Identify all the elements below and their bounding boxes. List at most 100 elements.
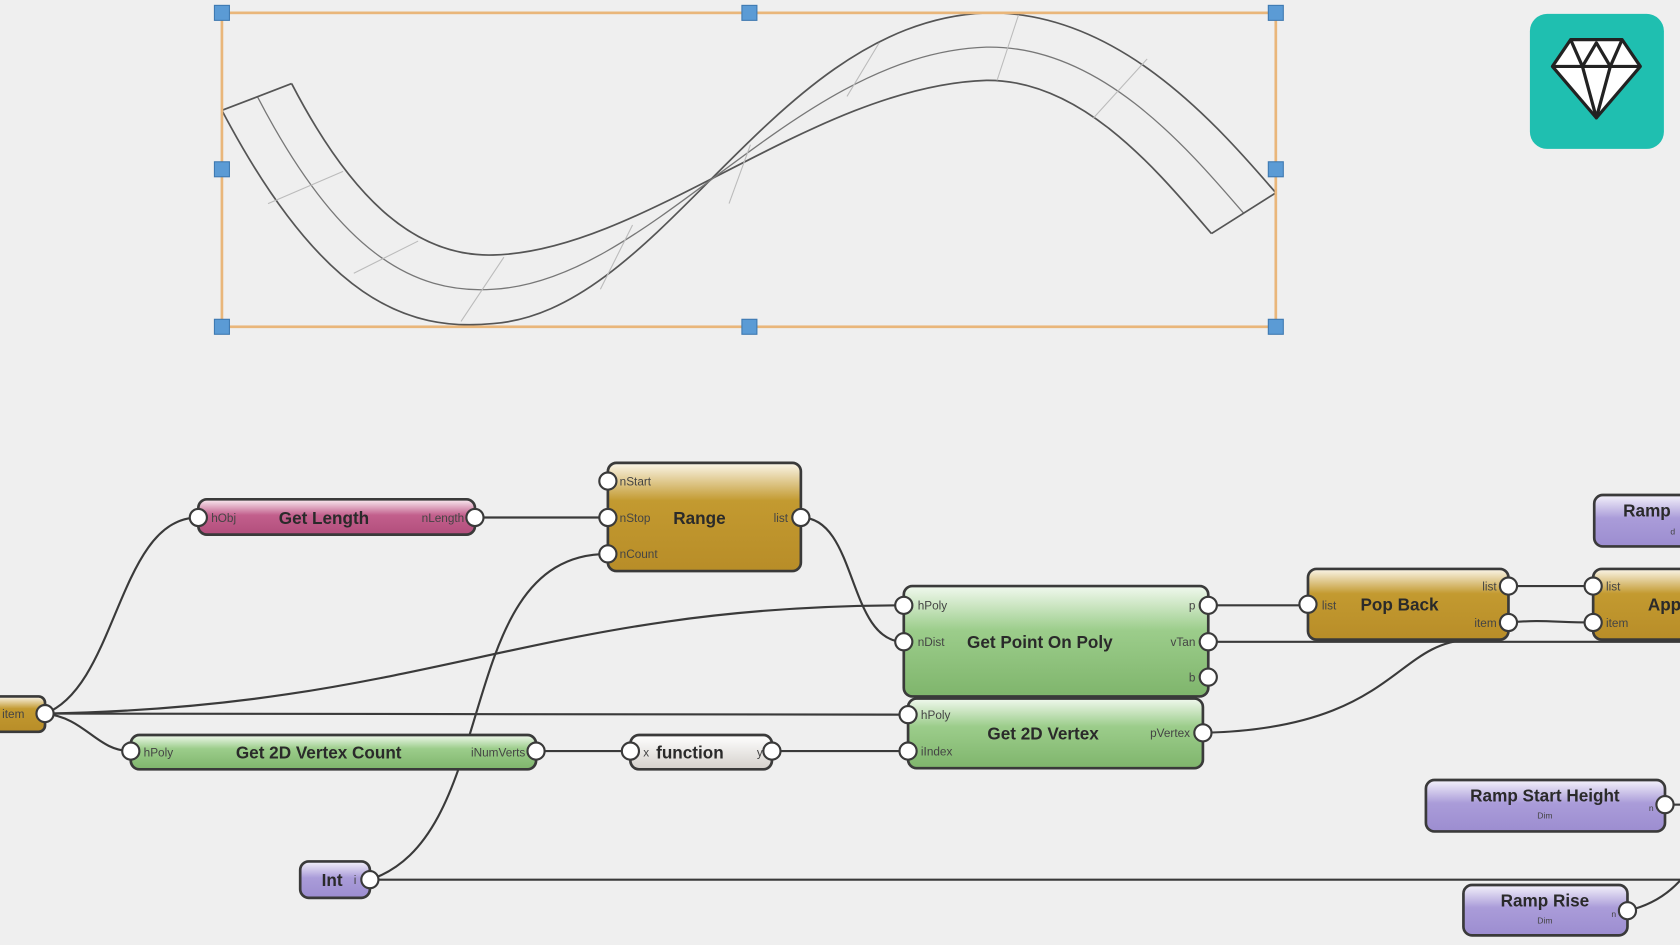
- port-vtan[interactable]: [1198, 632, 1218, 652]
- node-title: Get Length: [279, 508, 369, 528]
- port-label-hpoly: hPoly: [918, 600, 948, 613]
- ramp-inner-edge: [290, 79, 1213, 256]
- port-ncount[interactable]: [598, 544, 618, 564]
- node-get-2d-vertex-count[interactable]: hPoly Get 2D Vertex Count iNumVerts: [121, 733, 546, 771]
- node-pop-back[interactable]: list Pop Back list item: [1298, 567, 1519, 641]
- port-label-vtan: vTan: [1171, 636, 1196, 649]
- port-out[interactable]: [1655, 795, 1675, 815]
- port-int-out[interactable]: [360, 870, 380, 890]
- resize-handle-nw[interactable]: [213, 4, 230, 21]
- port-hpoly[interactable]: [894, 595, 914, 615]
- node-title: App: [1648, 595, 1680, 615]
- node-get-2d-vertex[interactable]: hPoly iIndex Get 2D Vertex pVertex: [898, 697, 1213, 770]
- port-b[interactable]: [1198, 667, 1218, 687]
- port-label-pvertex: pVertex: [1150, 727, 1190, 740]
- port-label-item: item: [1606, 617, 1628, 630]
- port-label-item-out: item: [1474, 617, 1496, 630]
- port-hpoly[interactable]: [121, 741, 141, 761]
- port-label-y: y: [757, 746, 763, 759]
- wires: [44, 516, 1680, 912]
- node-append[interactable]: list item App: [1583, 567, 1680, 641]
- port-y[interactable]: [762, 741, 782, 761]
- port-hobj[interactable]: [188, 507, 208, 528]
- port-list[interactable]: [791, 507, 811, 528]
- port-label-ncount: nCount: [620, 548, 659, 561]
- port-item-out[interactable]: [1498, 612, 1519, 633]
- port-label-n: n: [1649, 803, 1654, 813]
- resize-handle-ne[interactable]: [1267, 4, 1284, 21]
- port-pvertex[interactable]: [1193, 723, 1213, 743]
- port-label-list: list: [774, 512, 789, 525]
- resize-handle-n[interactable]: [741, 4, 758, 21]
- resize-handle-sw[interactable]: [213, 318, 230, 335]
- port-label-i: i: [354, 874, 357, 887]
- node-subtitle: Dim: [1537, 916, 1552, 926]
- ramp-cap-start: [221, 82, 292, 112]
- port-label-hpoly: hPoly: [921, 709, 951, 722]
- node-ramp-start-height[interactable]: Ramp Start Height Dim n: [1424, 778, 1675, 833]
- port-label-nstop: nStop: [620, 512, 651, 525]
- port-list[interactable]: [1583, 576, 1603, 596]
- port-label-inumverts: iNumVerts: [471, 746, 525, 759]
- port-nstart[interactable]: [598, 471, 618, 491]
- node-title: Get Point On Poly: [967, 632, 1113, 652]
- port-item-out[interactable]: [35, 703, 55, 724]
- node-int[interactable]: Int i: [298, 860, 380, 900]
- resize-handle-se[interactable]: [1267, 318, 1284, 335]
- node-item[interactable]: item: [0, 695, 55, 734]
- port-label-hpoly: hPoly: [144, 746, 174, 759]
- port-label-nlength: nLength: [422, 512, 465, 525]
- port-iindex[interactable]: [898, 741, 918, 761]
- wire-list-ndist: [800, 516, 904, 643]
- port-label-ndist: nDist: [918, 636, 946, 649]
- port-item[interactable]: [1583, 612, 1603, 633]
- selection-box[interactable]: [220, 11, 1278, 329]
- resize-handle-w[interactable]: [213, 161, 230, 178]
- node-subtitle: d: [1670, 527, 1675, 537]
- port-label-list-in: list: [1322, 600, 1337, 613]
- node-get-point-on-poly[interactable]: hPoly nDist Get Point On Poly p vTan b: [894, 584, 1218, 698]
- port-ndist[interactable]: [894, 632, 914, 652]
- node-get-length[interactable]: hObj Get Length nLength: [188, 497, 485, 536]
- port-list-out[interactable]: [1498, 576, 1519, 596]
- port-x[interactable]: [620, 741, 641, 761]
- wire-pop-item-append: [1508, 620, 1594, 624]
- port-label-list-out: list: [1482, 580, 1497, 593]
- port-p[interactable]: [1198, 595, 1218, 615]
- node-title: Range: [673, 508, 725, 528]
- node-title: Ramp Start Height: [1470, 785, 1620, 805]
- node-title: Ramp Rise: [1501, 890, 1590, 910]
- ramp-centerline: [256, 46, 1245, 291]
- port-label-x: x: [643, 746, 649, 759]
- port-hpoly[interactable]: [898, 705, 918, 725]
- node-title: Int: [322, 870, 343, 890]
- port-list-in[interactable]: [1298, 594, 1318, 614]
- port-label-item: item: [2, 708, 24, 721]
- node-title: Ramp: [1623, 500, 1671, 520]
- wire-item-hpoly-point: [45, 604, 904, 715]
- port-nstop[interactable]: [598, 507, 618, 528]
- diamond-icon: [1550, 38, 1642, 120]
- port-nlength[interactable]: [465, 507, 485, 528]
- node-title: Pop Back: [1361, 595, 1440, 615]
- node-ramp-top[interactable]: Ramp d: [1592, 493, 1680, 548]
- app-logo: [1529, 13, 1664, 149]
- node-function[interactable]: x function y: [620, 733, 782, 771]
- wire-item-hpoly-count: [44, 712, 131, 753]
- wire-pvertex: [1202, 638, 1469, 734]
- port-label-list: list: [1606, 580, 1621, 593]
- node-range[interactable]: nStart nStop nCount Range list: [598, 461, 811, 573]
- port-label-n: n: [1611, 909, 1616, 919]
- node-subtitle: Dim: [1537, 811, 1552, 821]
- port-label-iindex: iIndex: [921, 745, 953, 758]
- ramp-preview[interactable]: [213, 4, 1284, 335]
- port-label-p: p: [1189, 600, 1196, 613]
- port-label-nstart: nStart: [620, 475, 652, 488]
- resize-handle-e[interactable]: [1267, 161, 1284, 178]
- port-out[interactable]: [1617, 901, 1638, 921]
- node-ramp-rise[interactable]: Ramp Rise Dim n: [1462, 883, 1638, 937]
- resize-handle-s[interactable]: [741, 318, 758, 335]
- node-title: function: [656, 743, 724, 763]
- port-inumverts[interactable]: [526, 741, 546, 761]
